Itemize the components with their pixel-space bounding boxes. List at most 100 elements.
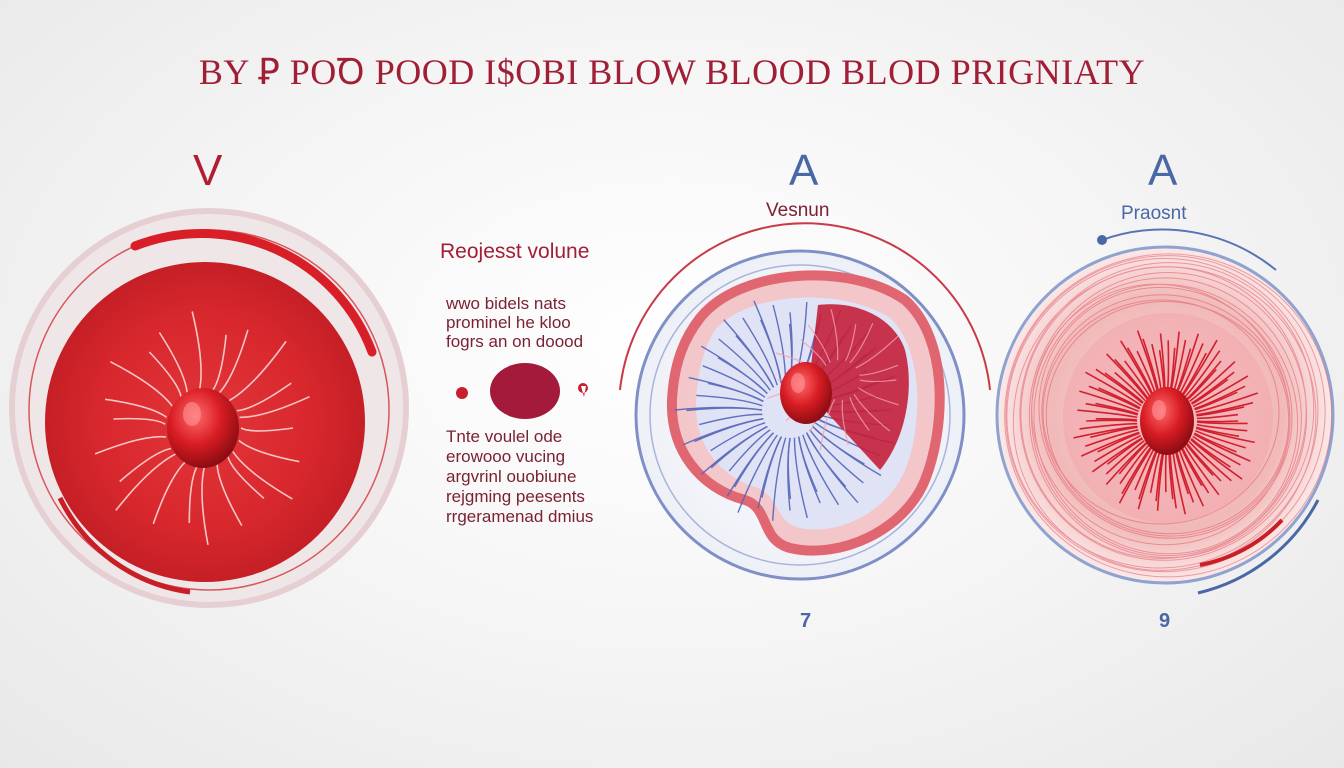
middle-blue-vein-line: [718, 338, 771, 391]
right-starburst-line: [1183, 445, 1220, 496]
right-starburst-line: [1196, 420, 1239, 423]
left-vein-lines: [94, 311, 310, 546]
left-vein-line: [201, 465, 209, 546]
right-web-ring: [1019, 262, 1315, 561]
right-panel-footer: 9: [1159, 610, 1171, 632]
right-starburst-line: [1105, 440, 1145, 475]
right-starburst-line: [1137, 449, 1159, 510]
right-top-arc: [1101, 228, 1277, 271]
middle-top-arc: [619, 222, 991, 391]
middle-red-vein-line: [859, 379, 897, 383]
right-starburst-line: [1091, 437, 1143, 473]
middle-blue-vein-line: [805, 432, 847, 488]
left-vein-line: [227, 456, 265, 499]
left-vein-line: [188, 465, 199, 524]
right-web-ring: [1031, 283, 1291, 546]
right-starburst-line: [1193, 433, 1251, 462]
right-starburst-line: [1186, 442, 1222, 482]
left-vein-line: [236, 382, 292, 412]
right-starburst-line: [1118, 446, 1153, 504]
left-arc-marker: [130, 228, 377, 357]
middle-blue-vein-line: [717, 356, 768, 394]
right-cell-highlight: [1152, 400, 1166, 420]
right-starburst-line: [1121, 446, 1152, 495]
right-starburst-line: [1118, 442, 1148, 475]
middle-cell-highlight: [791, 373, 805, 393]
right-starburst-line: [1194, 432, 1237, 453]
right-starburst-line: [1185, 443, 1214, 476]
right-starburst-line: [1190, 371, 1235, 405]
right-web-ring: [1045, 301, 1290, 535]
right-starburst-line: [1192, 435, 1241, 466]
middle-red-vein-line: [807, 324, 831, 363]
right-starburst-line: [1196, 406, 1245, 417]
middle-inner-ring: [649, 264, 951, 566]
middle-blue-vein-line: [701, 425, 768, 475]
right-starburst-line: [1085, 429, 1139, 447]
right-starburst-line: [1184, 350, 1221, 398]
right-starburst-line: [1126, 347, 1154, 395]
small-red-pin-right: [578, 383, 588, 397]
middle-red-vein-line: [849, 397, 870, 431]
right-starburst-line: [1190, 438, 1231, 468]
left-vein-line: [211, 334, 227, 392]
right-starburst-line: [1195, 427, 1255, 444]
right-starburst-line: [1085, 371, 1142, 407]
middle-blue-vein-line: [702, 365, 766, 398]
right-starburst-line: [1188, 440, 1232, 482]
right-starburst-line: [1182, 339, 1218, 396]
right-starburst-line: [1119, 444, 1150, 485]
middle-red-vein-line: [859, 364, 899, 376]
right-starburst-line: [1136, 330, 1159, 393]
right-starburst-line: [1181, 352, 1207, 396]
middle-blue-vein-line: [812, 426, 865, 465]
right-starburst-line: [1106, 353, 1148, 400]
right-starburst-line: [1178, 448, 1205, 507]
center-heading: Reojesst volune: [440, 240, 590, 263]
right-starburst-line: [1178, 343, 1204, 395]
middle-blue-vein-line: [735, 335, 775, 388]
middle-blue-vein-line: [757, 436, 782, 509]
right-blood-disc-diagram: [995, 228, 1335, 595]
right-web-ring: [1012, 266, 1317, 571]
left-vein-line: [232, 451, 293, 500]
middle-red-vein-line: [819, 399, 836, 451]
note-bottom-line-3: argvrinl ouobiune: [446, 467, 577, 486]
left-vein-line: [115, 453, 176, 511]
left-vein-line: [191, 311, 202, 391]
middle-blue-vein-line: [772, 437, 787, 521]
right-starburst-line: [1191, 378, 1229, 405]
right-starburst-line: [1196, 423, 1248, 432]
middle-blue-vein-line: [809, 429, 864, 484]
middle-blue-vein-line: [737, 434, 778, 513]
right-starburst-line: [1186, 360, 1222, 400]
right-web-ring: [1028, 272, 1308, 559]
right-starburst-line: [1114, 371, 1146, 402]
right-web-ring: [1033, 283, 1299, 555]
left-panel-letter: V: [193, 146, 223, 195]
middle-blue-vein-line: [699, 413, 763, 426]
right-web-ring: [1004, 253, 1333, 578]
middle-blue-vein-line: [696, 394, 763, 407]
right-starburst-line: [1190, 438, 1243, 480]
right-starburst-line: [1195, 429, 1246, 449]
right-blood-cell: [1140, 387, 1194, 455]
right-starburst-line: [1079, 390, 1139, 413]
right-starburst-line: [1077, 409, 1138, 419]
right-starburst-line: [1123, 360, 1151, 397]
left-cell-highlight: [183, 402, 201, 426]
right-starburst-line: [1093, 434, 1142, 463]
right-starburst-line: [1106, 437, 1144, 465]
middle-blood-disc-diagram: [619, 222, 991, 581]
right-starburst-line: [1192, 375, 1249, 408]
right-starburst-line: [1176, 333, 1200, 394]
right-starburst-line: [1164, 450, 1168, 493]
right-bottom-arc: [1197, 499, 1320, 595]
middle-blue-vein-line: [674, 406, 763, 411]
middle-panel-label: Vesnun: [766, 200, 830, 221]
right-starburst-line: [1172, 450, 1187, 515]
right-web-ring: [1030, 277, 1302, 557]
right-starburst-line: [1095, 368, 1144, 405]
note-top-line-1: wwo bidels nats: [446, 294, 567, 313]
middle-red-vein-line: [800, 339, 827, 366]
